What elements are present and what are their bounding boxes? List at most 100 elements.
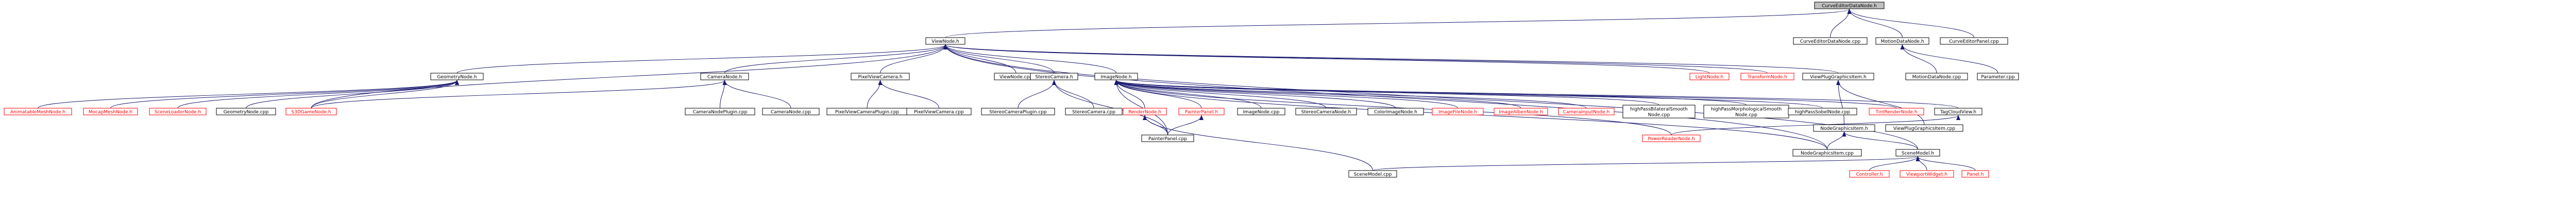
- graph-node-TintRenderNode_h[interactable]: TintRenderNode.h: [1869, 108, 1924, 115]
- edge-TransformNode_h-to-ViewNode_h: [943, 44, 1768, 74]
- edge-PixelViewCameraPlugin_cpp-to-PixelViewCamera_h: [867, 80, 883, 109]
- graph-node-ViewPlugGraphicsItem_h[interactable]: ViewPlugGraphicsItem.h: [1802, 73, 1874, 80]
- edge-HighPassSobelNode_cpp-to-ImageNode_h: [1114, 80, 1823, 109]
- graph-node-LightNode_h[interactable]: LightNode.h: [1689, 73, 1730, 80]
- edge-CurveEditorDataNode_cpp-to-root: [1830, 9, 1852, 38]
- node-box: [981, 108, 1055, 115]
- graph-node-SceneLoaderNode_h[interactable]: SceneLoaderNode.h: [149, 108, 207, 115]
- graph-node-CameraInputNode_h[interactable]: CameraInputNode.h: [1558, 108, 1615, 115]
- graph-node-ViewPlugGraphicsItem_cpp[interactable]: ViewPlugGraphicsItem.cpp: [1885, 124, 1963, 132]
- node-label: PixelViewCamera.cpp: [914, 110, 964, 115]
- graph-node-GeometryNode_h[interactable]: GeometryNode.h: [430, 73, 484, 80]
- graph-node-ViewNode_h[interactable]: ViewNode.h: [925, 37, 965, 45]
- graph-node-TagCloudView_h[interactable]: TagCloudView.h: [1934, 108, 1982, 115]
- edge-Parameter_cpp-to-MotionDataNode_h: [1900, 44, 1998, 74]
- node-box: [1348, 170, 1397, 178]
- edge-S3DGameNode_h-to-GeometryNode_h: [311, 80, 459, 109]
- graph-node-Panel_h[interactable]: Panel.h: [1961, 170, 1989, 178]
- graph-node-Parameter_cpp[interactable]: Parameter.cpp: [1977, 73, 2019, 80]
- node-box: [685, 108, 755, 115]
- node-box: [430, 73, 484, 80]
- graph-node-PainterPanel_cpp[interactable]: PainterPanel.cpp: [1141, 134, 1194, 142]
- graph-node-CameraNode_cpp[interactable]: CameraNode.cpp: [762, 108, 820, 115]
- node-box: [1802, 73, 1874, 80]
- graph-node-NodeGraphicsItem_cpp[interactable]: NodeGraphicsItem.cpp: [1792, 149, 1862, 157]
- graph-node-MotionDataNode_h[interactable]: MotionDataNode.h: [1875, 37, 1929, 45]
- node-label: PainterPanel.h: [1185, 110, 1218, 115]
- graph-node-MocapMeshNode_h[interactable]: MocapMeshNode.h: [83, 108, 138, 115]
- node-label: CameraNode.cpp: [771, 110, 811, 115]
- node-label: PixelViewCamera.h: [858, 75, 902, 80]
- node-label: NodeGraphicsItem.h: [1820, 126, 1868, 131]
- graph-node-CurveEditorPanel_cpp[interactable]: CurveEditorPanel.cpp: [1940, 37, 2008, 45]
- node-label: MotionDataNode.cpp: [1912, 75, 1961, 80]
- graph-node-NodeGraphicsItem_h[interactable]: NodeGraphicsItem.h: [1813, 124, 1875, 132]
- graph-node-ImageNode_cpp[interactable]: ImageNode.cpp: [1237, 108, 1285, 115]
- node-box: [1094, 73, 1138, 80]
- graph-node-ImageAlbenNode_h[interactable]: ImageAlbenNode.h: [1494, 108, 1548, 115]
- node-label: highPassMorphologicalSmooth: [1711, 107, 1782, 112]
- node-label: StereoCameraPlugin.cpp: [989, 110, 1047, 115]
- node-box: [1792, 149, 1862, 157]
- edge-GeometryNode_cpp-to-GeometryNode_h: [246, 80, 459, 109]
- node-label: CurveEditorDataNode.cpp: [1800, 39, 1861, 44]
- graph-node-ImageFileNode_h[interactable]: ImageFileNode.h: [1432, 108, 1484, 115]
- node-box: [1558, 108, 1615, 115]
- graph-node-StereoCamera_h[interactable]: StereoCamera.h: [1030, 73, 1078, 80]
- edge-PainterPanel_h-to-ImageNode_h: [1114, 80, 1202, 109]
- edge-PixelViewCamera_h-to-ViewNode_h: [880, 44, 947, 74]
- node-box: [1977, 73, 2019, 80]
- graph-node-PowerReaderNode_h[interactable]: PowerReaderNode.h: [1642, 134, 1701, 142]
- edge-AnimatableMeshNode_h-to-GeometryNode_h: [38, 80, 459, 109]
- graph-node-StereoCamera_cpp[interactable]: StereoCamera.cpp: [1065, 108, 1123, 115]
- graph-node-TransformNode_h[interactable]: TransformNode.h: [1740, 73, 1794, 80]
- graph-node-Controller_h[interactable]: Controller.h: [1849, 170, 1890, 178]
- graph-node-RenderNode_h[interactable]: RenderNode.h: [1123, 108, 1167, 115]
- node-box: [906, 108, 972, 115]
- graph-node-CurveEditorDataNode_cpp[interactable]: CurveEditorDataNode.cpp: [1793, 37, 1868, 45]
- edge-StereoCameraNode_h-to-ImageNode_h: [1114, 80, 1327, 109]
- graph-node-PixelViewCameraPlugin_cpp[interactable]: PixelViewCameraPlugin.cpp: [826, 108, 908, 115]
- edge-SceneModel_cpp-to-SceneModel_h: [1372, 156, 1920, 171]
- node-label: ImageNode.cpp: [1243, 110, 1280, 115]
- graph-node-PixelViewCamera_h[interactable]: PixelViewCamera.h: [851, 73, 910, 80]
- node-box: [1869, 108, 1924, 115]
- graph-node-SceneModel_h[interactable]: SceneModel.h: [1895, 149, 1940, 157]
- node-label: RenderNode.h: [1128, 110, 1161, 115]
- node-label: ImageFileNode.h: [1438, 110, 1477, 115]
- node-box: [1178, 108, 1225, 115]
- graph-node-PixelViewCamera_cpp[interactable]: PixelViewCamera.cpp: [906, 108, 972, 115]
- graph-node-S3DGameNode_h[interactable]: S3DGameNode.h: [285, 108, 337, 115]
- graph-node-CameraNodePlugin_cpp[interactable]: CameraNodePlugin.cpp: [685, 108, 755, 115]
- graph-node-HighPassSobelNode_cpp[interactable]: highPassSobelNode.cpp: [1788, 108, 1857, 115]
- graph-node-StereoCameraNode_h[interactable]: StereoCameraNode.h: [1295, 108, 1357, 115]
- edge-ViewNode_cpp-to-ViewNode_h: [943, 44, 1016, 74]
- node-box: [700, 73, 749, 80]
- graph-node-MotionDataNode_cpp[interactable]: MotionDataNode.cpp: [1905, 73, 1968, 80]
- graph-node-ViewportWidget_h[interactable]: ViewportWidget.h: [1900, 170, 1954, 178]
- node-label: LightNode.h: [1696, 75, 1724, 80]
- node-box: [1141, 134, 1194, 142]
- node-label: TintRenderNode.h: [1875, 110, 1917, 115]
- graph-node-ColorImageNode_h[interactable]: ColorImageNode.h: [1367, 108, 1424, 115]
- graph-node-StereoCameraPlugin_cpp[interactable]: StereoCameraPlugin.cpp: [981, 108, 1055, 115]
- edge-MotionDataNode_h-to-root: [1847, 9, 1903, 38]
- node-box: [1905, 73, 1968, 80]
- graph-node-CameraNode_h[interactable]: CameraNode.h: [700, 73, 749, 80]
- graph-node-root[interactable]: CurveEditorDataNode.h: [1814, 2, 1885, 9]
- graph-node-AnimatableMeshNode_h[interactable]: AnimatableMeshNode.h: [4, 108, 72, 115]
- edge-SceneModel_h-to-NodeGraphicsItem_h: [1842, 131, 1918, 150]
- graph-node-GeometryNode_cpp[interactable]: GeometryNode.cpp: [216, 108, 276, 115]
- edge-CameraNode_cpp-to-CameraNode_h: [722, 80, 791, 109]
- node-box: [149, 108, 207, 115]
- graph-node-SceneModel_cpp[interactable]: SceneModel.cpp: [1348, 170, 1397, 178]
- edge-SceneModel_h-to-ViewNode_h: [943, 44, 1918, 150]
- node-box: [1367, 108, 1424, 115]
- graph-node-ImageNode_h[interactable]: ImageNode.h: [1094, 73, 1138, 80]
- node-box: [1065, 108, 1123, 115]
- node-label: Node.cpp: [1735, 113, 1757, 118]
- graph-node-PainterPanel_h[interactable]: PainterPanel.h: [1178, 108, 1225, 115]
